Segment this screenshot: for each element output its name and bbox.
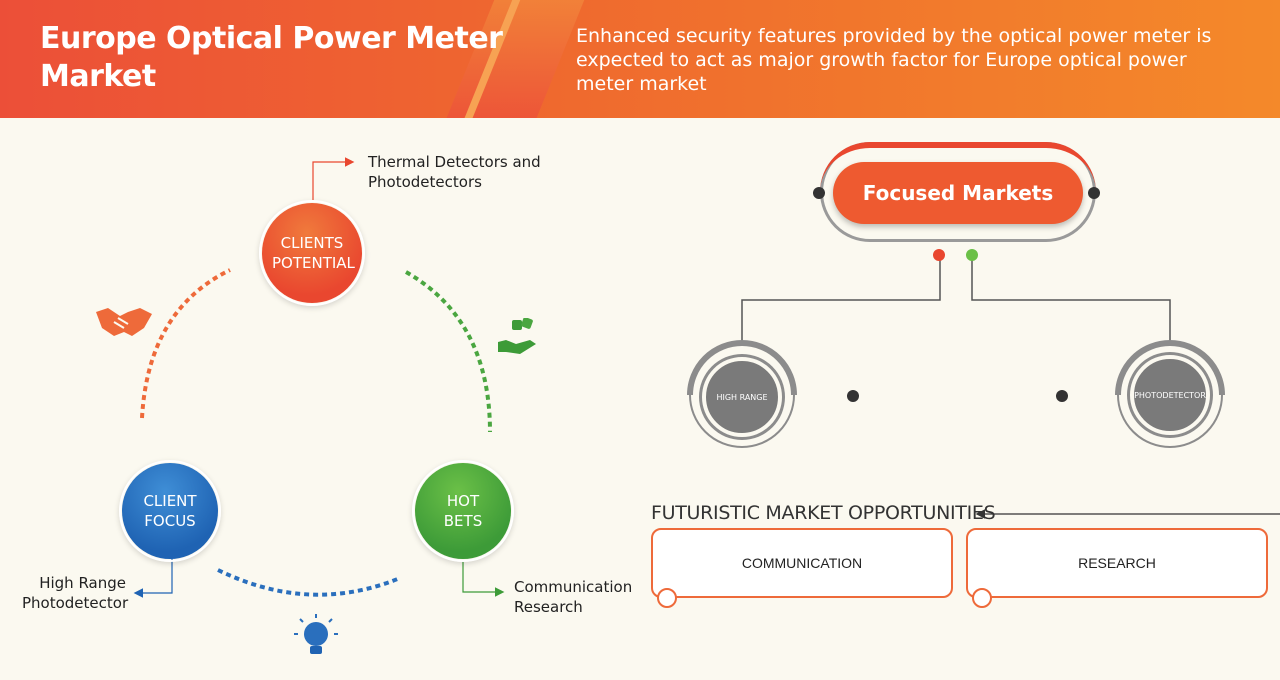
client-focus-arrow — [133, 558, 173, 598]
communication-label: COMMUNICATION — [741, 555, 863, 571]
right-node-ring-lower — [1117, 394, 1223, 448]
clients-potential-label: CLIENTS POTENTIAL — [272, 234, 355, 272]
hot-bets-note: Communication Research — [514, 578, 633, 616]
header-banner: Europe Optical Power Meter Market Enhanc… — [0, 0, 1280, 118]
communication-box: COMMUNICATION — [651, 528, 953, 598]
clients-potential-ring — [259, 200, 365, 306]
high-range-label: HIGH RANGE — [716, 392, 768, 402]
page-subtitle: Enhanced security features provided by t… — [576, 25, 1212, 95]
research-knob — [972, 588, 992, 608]
clients-potential-circle: CLIENTS POTENTIAL — [262, 203, 362, 303]
mid-left-dot — [847, 390, 859, 402]
communication-knob — [657, 588, 677, 608]
arc-blue — [217, 568, 401, 597]
mid-right-dot — [1056, 390, 1068, 402]
focused-right-dot — [1088, 187, 1100, 199]
client-focus-note: High Range Photodetector — [22, 574, 129, 612]
clients-potential-note: Thermal Detectors and Photodetectors — [368, 153, 541, 191]
research-label: RESEARCH — [1078, 555, 1156, 571]
focused-markets-pill: Focused Markets — [833, 162, 1083, 224]
focused-left-dot — [813, 187, 825, 199]
photodetector-label: PHOTODETECTOR — [1134, 390, 1206, 400]
futuristic-title: FUTURISTIC MARKET OPPORTUNITIES — [651, 502, 996, 524]
hot-bets-ring — [412, 460, 514, 562]
branch-red-dot — [933, 249, 945, 261]
research-box: RESEARCH — [966, 528, 1268, 598]
dice-hand-icon — [496, 317, 538, 364]
tree-right-branch — [971, 258, 1171, 345]
clients-potential-arrow — [312, 157, 355, 200]
handshake-icon — [94, 302, 154, 346]
arc-orange — [140, 268, 231, 419]
right-node-ring — [1115, 340, 1225, 396]
client-focus-label: CLIENT FOCUS — [143, 492, 197, 530]
photodetector-node: PHOTODETECTOR — [1130, 355, 1210, 435]
tree-left-branch — [741, 258, 941, 345]
hot-bets-circle: HOT BETS — [415, 463, 511, 559]
left-node-ring — [687, 340, 797, 396]
client-focus-ring — [119, 460, 221, 562]
hot-bets-arrow — [462, 560, 505, 597]
focused-markets-arc — [820, 142, 1096, 242]
branch-green-dot — [966, 249, 978, 261]
arc-green — [405, 270, 492, 433]
page-title: Europe Optical Power Meter Market — [40, 21, 503, 94]
left-node-ring-lower — [689, 394, 795, 448]
lightbulb-icon — [294, 614, 338, 668]
hot-bets-label: HOT BETS — [443, 492, 483, 530]
client-focus-circle: CLIENT FOCUS — [122, 463, 218, 559]
high-range-node: HIGH RANGE — [702, 357, 782, 437]
